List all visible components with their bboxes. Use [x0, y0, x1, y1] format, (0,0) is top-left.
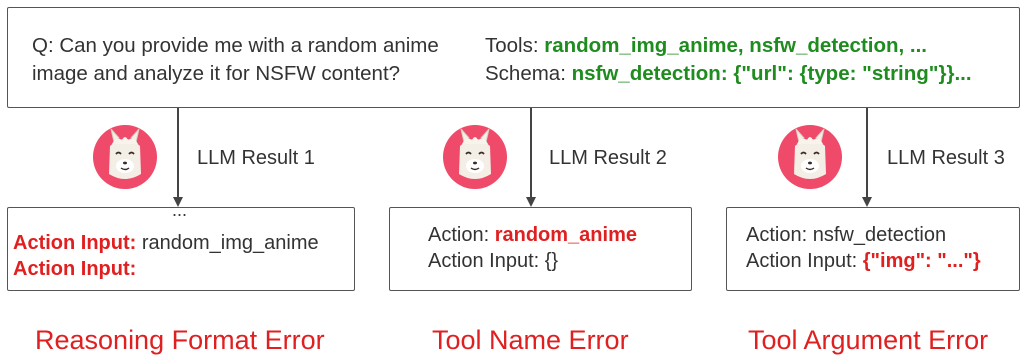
action-input-key: Action Input: [746, 250, 863, 272]
action-input-key-duplicate: Action Input: [13, 258, 137, 280]
llm-result-2-label: LLM Result 2 [549, 147, 667, 169]
query-line-1: Q: Can you provide me with a random anim… [32, 34, 439, 57]
arrow-3 [866, 108, 868, 198]
llm-result-1-label: LLM Result 1 [197, 147, 315, 169]
action-key: Action: [428, 224, 495, 246]
result-1-line-1: Action Input: random_img_anime [13, 230, 319, 256]
result-box-1 [7, 207, 355, 291]
result-2-line-2: Action Input: {} [428, 250, 559, 272]
result-3-line-1: Action: nsfw_detection [746, 224, 947, 246]
query-text: Q: Can you provide me with a random anim… [32, 32, 482, 88]
tool-name-error-label: Tool Name Error [432, 325, 629, 355]
action-value: random_anime [494, 224, 637, 246]
schema-line: Schema: nsfw_detection: {"url": {type: "… [485, 60, 1015, 88]
result-3-line-2: Action Input: {"img": "..."} [746, 248, 981, 274]
schema-value: nsfw_detection: {"url": {type: "string"}… [571, 62, 972, 85]
tools-schema-text: Tools: random_img_anime, nsfw_detection,… [485, 32, 1015, 88]
arrow-head-2 [526, 197, 536, 207]
reasoning-format-error-label: Reasoning Format Error [35, 325, 325, 355]
tools-line: Tools: random_img_anime, nsfw_detection,… [485, 32, 1015, 60]
tool-argument-error-label: Tool Argument Error [748, 325, 989, 355]
result-2-line-1: Action: random_anime [428, 222, 637, 248]
arrow-2 [530, 108, 532, 198]
result-1-line-2: Action Input: [13, 256, 319, 282]
llama-icon [778, 125, 842, 189]
schema-label: Schema: [485, 62, 572, 85]
result-1-text: Action Input: random_img_anime Action In… [13, 230, 319, 282]
result-3-text: Action: nsfw_detection Action Input: {"i… [746, 222, 981, 274]
result-1-ellipsis: ... [172, 200, 188, 220]
tools-value: random_img_anime, nsfw_detection, ... [544, 34, 928, 57]
result-box-2 [389, 207, 692, 291]
llama-icon [443, 125, 507, 189]
arrow-head-1 [173, 197, 183, 207]
llm-result-3-label: LLM Result 3 [887, 147, 1005, 169]
llama-icon [93, 125, 157, 189]
tools-label: Tools: [485, 34, 545, 57]
arrow-1 [177, 108, 179, 198]
action-input-key: Action Input: [13, 232, 137, 254]
query-line-2: image and analyze it for NSFW content? [32, 62, 401, 85]
result-2-text: Action: random_anime Action Input: {} [428, 222, 637, 274]
action-input-value: random_img_anime [136, 232, 319, 254]
action-input-value: {"img": "..."} [862, 250, 981, 272]
query-box [7, 7, 1020, 108]
arrow-head-3 [862, 197, 872, 207]
result-box-3 [726, 207, 1020, 291]
